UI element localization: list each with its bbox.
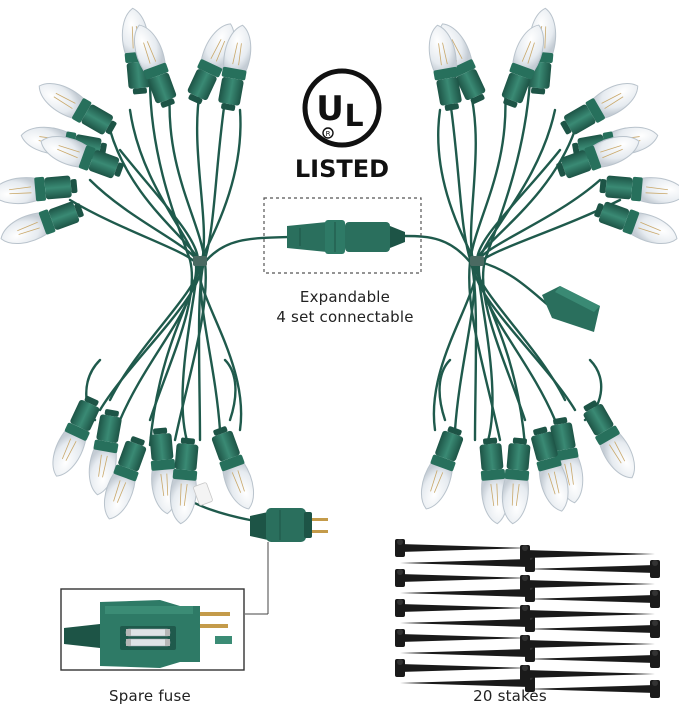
ground-stakes — [395, 539, 660, 698]
right-bottom-bulbs — [413, 396, 644, 526]
end-female-plug — [542, 286, 600, 332]
ul-mark-u: U — [316, 89, 344, 129]
left-wire-tie — [193, 256, 207, 266]
fuse-2 — [125, 638, 171, 647]
stake — [400, 554, 535, 572]
male-plug — [250, 508, 328, 542]
stake — [400, 644, 535, 662]
stake — [395, 629, 530, 647]
ul-listed-logo: U L R LISTED — [295, 68, 389, 183]
stake — [395, 569, 530, 587]
stake — [525, 620, 660, 638]
connector-caption-line1: Expandable — [299, 288, 391, 306]
plug-closeup — [64, 600, 232, 668]
female-male-connector — [287, 220, 405, 254]
listed-text: LISTED — [295, 155, 389, 183]
fuse-1 — [125, 628, 171, 637]
ul-mark-l: L — [344, 99, 363, 134]
fuse-caption: Spare fuse — [109, 687, 191, 705]
stake — [520, 635, 655, 653]
stake — [400, 614, 535, 632]
stake — [395, 539, 530, 557]
stake — [400, 584, 535, 602]
stake — [520, 545, 655, 563]
stake — [520, 605, 655, 623]
stake — [395, 599, 530, 617]
left-top-bulbs — [0, 6, 256, 252]
stakes-caption: 20 stakes — [473, 687, 547, 705]
connector-caption: Expandable 4 set connectable — [230, 287, 460, 327]
stake — [525, 650, 660, 668]
right-wire-tie — [470, 256, 484, 266]
connector-highlight-box — [263, 197, 422, 274]
stake — [520, 575, 655, 593]
cord-tag — [193, 482, 213, 506]
connector-caption-line2: 4 set connectable — [276, 308, 414, 326]
stake — [525, 560, 660, 578]
stake — [520, 665, 655, 683]
registered-mark: R — [326, 130, 331, 138]
right-wire-coil — [403, 78, 622, 452]
stake — [525, 590, 660, 608]
stake — [525, 680, 660, 698]
stake — [395, 659, 530, 677]
